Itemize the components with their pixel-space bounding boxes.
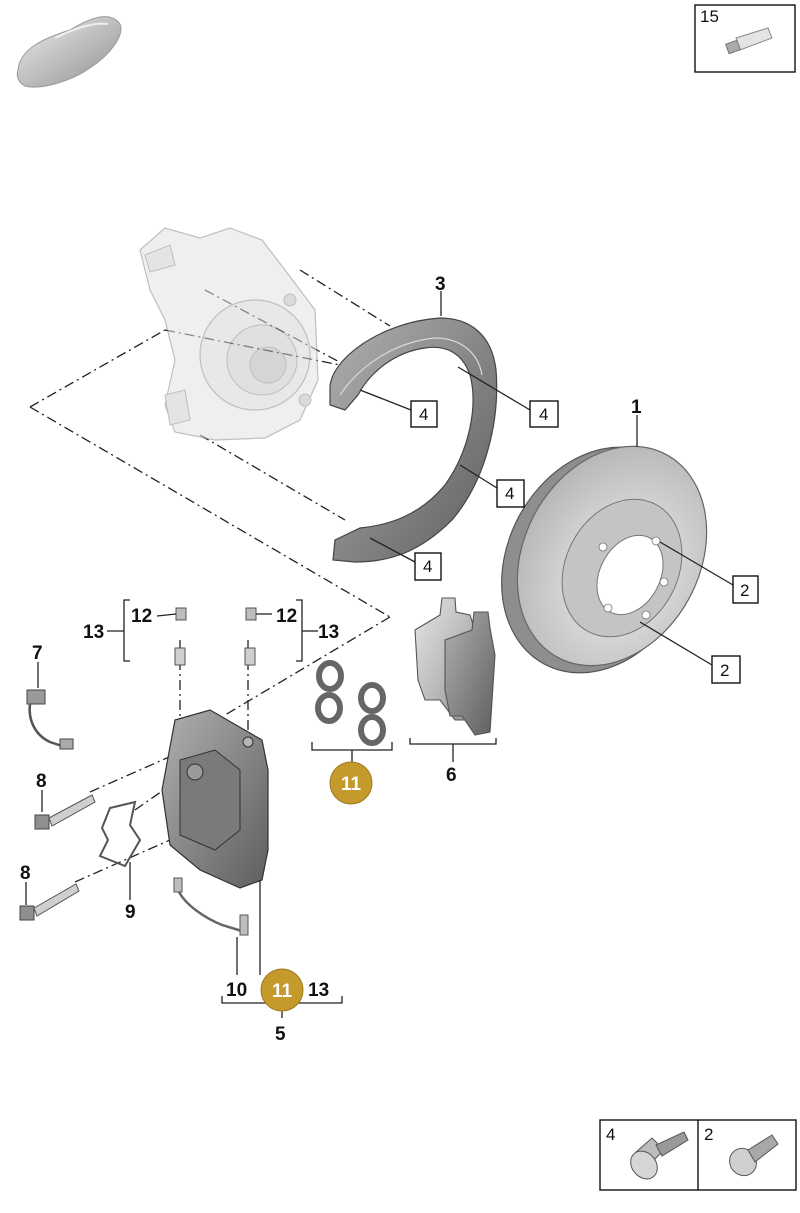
- callout-wear-sensor: 7: [32, 643, 43, 664]
- callout-shield-bolt-4: 4: [423, 557, 432, 576]
- callout-caliper-bolt-top: 8: [36, 771, 47, 792]
- legend-right-number: 2: [704, 1125, 713, 1144]
- legend-boxes: 4 2: [599, 1119, 797, 1191]
- callout-shield-bolt-3: 4: [505, 484, 514, 503]
- callout-caliper: 5: [275, 1024, 286, 1045]
- seal-kit-caliper-badge-label: 11: [272, 981, 293, 1002]
- seal-kit-caliper-badge: 11: [260, 968, 304, 1012]
- tube-box-number: 15: [700, 7, 719, 26]
- callout-brake-line: 10: [226, 980, 247, 1001]
- caliper-bolt-bottom: [19, 883, 80, 921]
- callout-labels: 1 3 2 2 4 4 4 4 12 12 13 13 7 8 8 9 6 10…: [20, 274, 759, 1045]
- callout-spring-clip: 9: [125, 902, 136, 923]
- seal-kit-badge-label: 11: [341, 774, 362, 795]
- callout-shield-bolt-2: 4: [539, 405, 548, 424]
- bleeder-left: [174, 607, 187, 666]
- callout-bleeder-right: 13: [318, 622, 339, 643]
- wear-sensor: [26, 689, 74, 750]
- splash-shield: [329, 317, 498, 563]
- callout-shield: 3: [435, 274, 446, 295]
- wheel-carrier: [139, 227, 319, 441]
- callout-bolt-a: 2: [740, 581, 749, 600]
- callout-caliper-13: 13: [308, 980, 329, 1001]
- caliper-bolt-top: [34, 794, 96, 830]
- callout-pads: 6: [446, 765, 457, 786]
- car-silhouette-icon: [16, 16, 122, 88]
- callout-cap-left: 12: [131, 606, 152, 627]
- callout-bolt-b: 2: [720, 661, 729, 680]
- disc-bolt-icon: [729, 1134, 779, 1177]
- legend-left-number: 4: [606, 1125, 615, 1144]
- callout-shield-bolt-1: 4: [419, 405, 428, 424]
- leader-lines: [25, 291, 734, 1018]
- brake-line: [173, 877, 249, 936]
- tube-box: 15: [694, 4, 796, 73]
- callout-bleeder-left: 13: [83, 622, 104, 643]
- spring-clip: [98, 800, 142, 868]
- brake-caliper: [161, 709, 269, 889]
- callout-disc: 1: [631, 397, 642, 418]
- seal-kit-badge: 11: [329, 761, 373, 805]
- callout-cap-right: 12: [276, 606, 297, 627]
- bleeder-right: [244, 607, 257, 666]
- shield-bolt-icon: [630, 1131, 689, 1180]
- brake-disc: [501, 445, 708, 674]
- brake-pads: [414, 597, 496, 736]
- callout-caliper-bolt-bottom: 8: [20, 863, 31, 884]
- seal-rings: [315, 660, 386, 746]
- grease-tube-icon: [725, 27, 773, 55]
